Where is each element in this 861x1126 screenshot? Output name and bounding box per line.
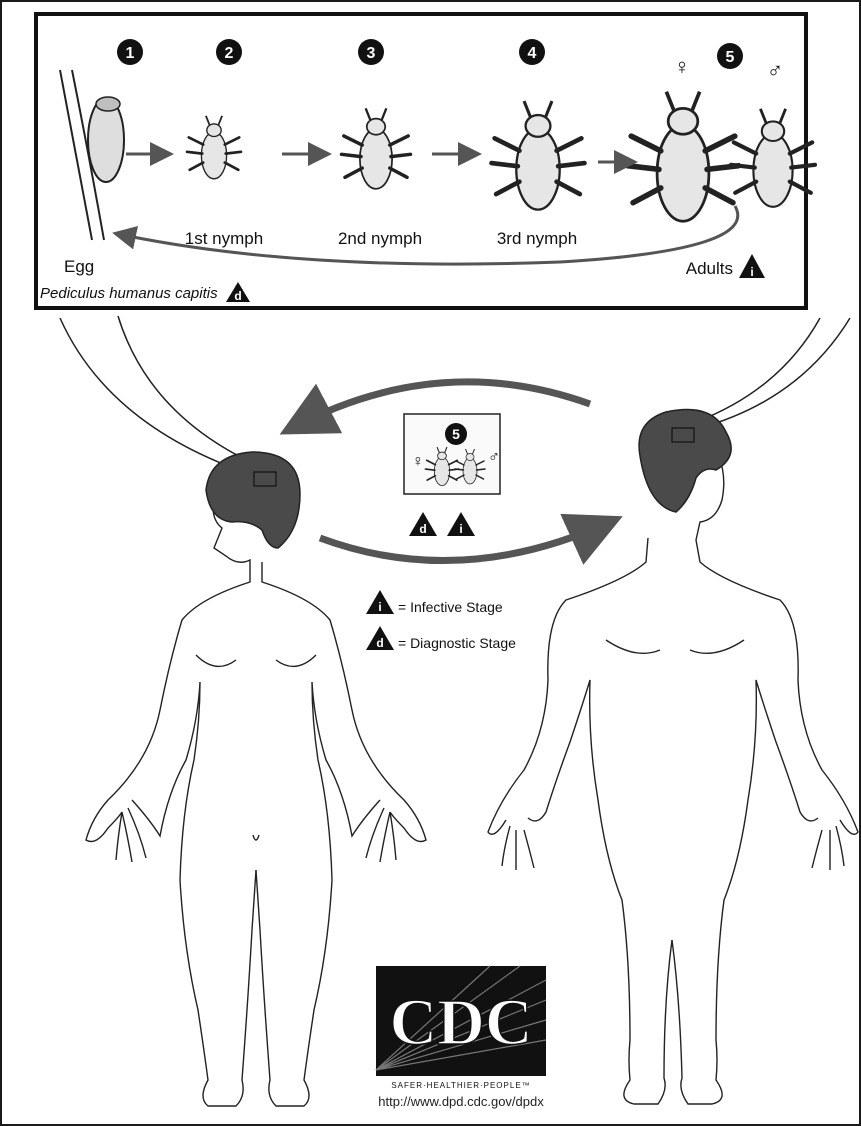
svg-text:d: d xyxy=(419,522,426,536)
svg-text:i: i xyxy=(459,522,462,536)
svg-text:1: 1 xyxy=(126,45,135,62)
female-symbol: ♀ xyxy=(674,54,691,79)
svg-text:4: 4 xyxy=(528,45,537,62)
svg-text:d: d xyxy=(376,636,383,650)
cdc-tagline: SAFER·HEALTHIER·PEOPLE™ xyxy=(391,1081,530,1090)
svg-text:d: d xyxy=(234,289,241,303)
transmission-infective-marker: i xyxy=(447,512,475,536)
stage-badge-5: 5 xyxy=(717,43,743,69)
right-head-hair xyxy=(639,410,731,513)
cdc-logo: CDC SAFER·HEALTHIER·PEOPLE™ http://www.d… xyxy=(376,966,546,1109)
svg-text:3: 3 xyxy=(367,45,376,62)
svg-text:5: 5 xyxy=(452,426,460,442)
legend-infective-marker: i xyxy=(366,590,394,614)
svg-text:i: i xyxy=(750,265,753,279)
svg-text:i: i xyxy=(378,600,381,614)
stage-badge-1: 1 xyxy=(117,39,143,65)
male-symbol: ♂ xyxy=(767,58,784,83)
svg-text:♀: ♀ xyxy=(412,453,424,470)
transmission-diagnostic-marker: d xyxy=(409,512,437,536)
stage-badge-4: 4 xyxy=(519,39,545,65)
legend-diagnostic-marker: d xyxy=(366,626,394,650)
second-nymph-label: 2nd nymph xyxy=(338,229,422,248)
legend: i = Infective Stage d = Diagnostic Stage xyxy=(366,590,516,651)
svg-text:♂: ♂ xyxy=(488,449,500,466)
legend-diagnostic-label: = Diagnostic Stage xyxy=(398,635,516,651)
svg-text:5: 5 xyxy=(726,49,735,66)
first-nymph-label: 1st nymph xyxy=(185,229,263,248)
stage-badge-2: 2 xyxy=(216,39,242,65)
legend-infective-label: = Infective Stage xyxy=(398,599,503,615)
species-name: Pediculus humanus capitis xyxy=(40,285,218,302)
transmission-adults-box: 5 ♀ ♂ xyxy=(404,414,500,494)
cdc-url: http://www.dpd.cdc.gov/dpdx xyxy=(378,1094,544,1109)
human-figure-left xyxy=(86,475,426,1106)
egg-label: Egg xyxy=(64,257,94,276)
svg-text:2: 2 xyxy=(225,45,234,62)
stage-badge-3: 3 xyxy=(358,39,384,65)
third-nymph-label: 3rd nymph xyxy=(497,229,577,248)
cdc-logo-text: CDC xyxy=(390,986,533,1059)
life-cycle-panel: 1 2 3 4 5 xyxy=(36,14,815,308)
adults-label: Adults xyxy=(686,259,733,278)
